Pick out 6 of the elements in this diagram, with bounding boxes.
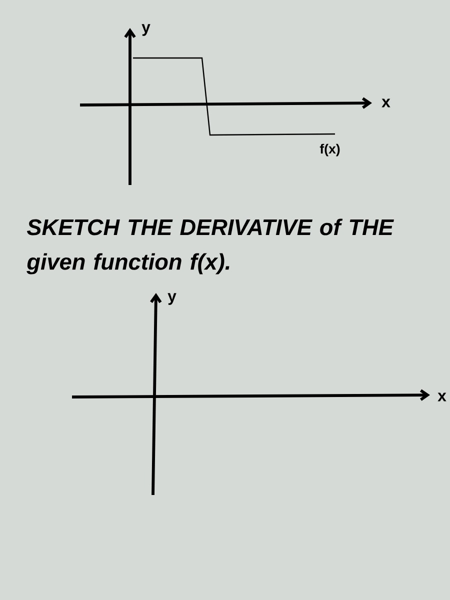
axis-label: x	[438, 392, 446, 402]
axis-label: y	[168, 293, 176, 305]
function-label: f(x)	[320, 144, 340, 156]
axis-label: y	[142, 24, 150, 36]
instruction-text: SKETCH THE DERIVATIVE of THE given function f(x).	[26, 218, 394, 274]
axis-label: x	[382, 98, 390, 108]
